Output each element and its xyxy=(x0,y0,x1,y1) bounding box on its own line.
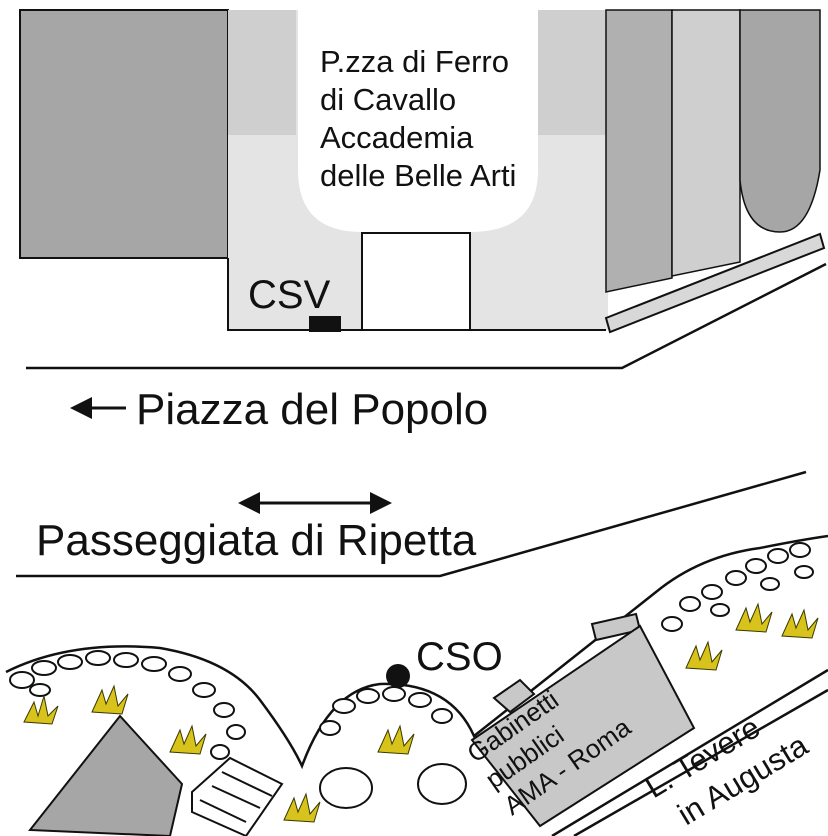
road-line-north xyxy=(26,262,827,370)
lungotevere-line-2 xyxy=(573,688,828,836)
accademia-label-line-4: delle Belle Arti xyxy=(320,158,516,193)
circle-marker-icon[interactable] xyxy=(386,664,410,688)
building-upper-left xyxy=(228,10,296,135)
gabinetti-building xyxy=(470,612,696,828)
entrance-gate xyxy=(361,232,471,331)
building-east-round xyxy=(739,9,821,233)
double-arrow-icon xyxy=(238,492,392,514)
building-upper-right xyxy=(538,10,608,135)
square-marker-icon[interactable] xyxy=(309,316,341,332)
buildings-block xyxy=(19,9,826,334)
cso-label: CSO xyxy=(416,635,503,679)
accademia-label-line-3: Accademia xyxy=(320,120,474,155)
east-strip xyxy=(604,232,826,334)
piazza-ferro-space xyxy=(298,10,538,232)
building-west xyxy=(19,9,229,259)
arrow-left-icon xyxy=(70,397,126,419)
courtyard-outline xyxy=(227,258,606,331)
piazza-label: Piazza del Popolo xyxy=(136,385,488,434)
passeggiata-label: Passeggiata di Ripetta xyxy=(36,516,477,565)
building-east-1 xyxy=(605,9,673,293)
csv-label: CSV xyxy=(248,273,331,317)
accademia-label-line-2: di Cavallo xyxy=(320,82,456,117)
road-line-south xyxy=(16,470,807,578)
grass-tuft-icon xyxy=(23,602,819,823)
steps xyxy=(191,756,284,836)
building-east-2 xyxy=(671,9,741,277)
accademia-label-line-1: P.zza di Ferro xyxy=(320,44,509,79)
lungotevere-line-1 xyxy=(551,668,828,836)
grey-building-southwest xyxy=(28,714,184,836)
stone-wall-icon xyxy=(9,542,814,809)
